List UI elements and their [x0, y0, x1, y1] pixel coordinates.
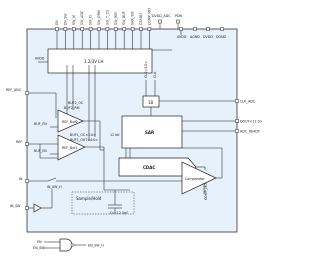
top-control-pin: SW_BUF	[122, 11, 126, 49]
bits-label: 12 bit	[110, 133, 120, 137]
reference-buffer-0: REF_Buf0 BUF2_OC BUF2_RM BUF_EN	[34, 65, 100, 133]
top-control-pin-label: SAR_SW	[131, 11, 135, 25]
top-control-pin: SW_M	[72, 15, 76, 49]
supply-pin-label: PDN	[175, 14, 183, 18]
buffer-label: REF_Buf1	[62, 146, 78, 150]
buffer-ctrl-bottom: BUF2_RM	[64, 106, 80, 110]
clock-divider-block: 18 CLK<3:0> CLK	[142, 61, 236, 116]
top-control-pin-label: SW_I1	[89, 15, 93, 25]
top-control-pin: SAR_SW	[131, 11, 135, 49]
sample-hold-label: Sample/Hold	[76, 196, 102, 201]
level-shifter-block	[47, 48, 153, 74]
left-input-label: IN_SW	[10, 204, 21, 208]
top-control-pin-label: EN_SW	[63, 13, 67, 25]
buffer-ctrl-top: BUF1_OC<1:0>	[70, 133, 96, 137]
output-clk-adc: CLK_ADC	[235, 99, 256, 104]
top-control-pin-label: SW_REF	[114, 12, 118, 25]
supply-pin-label: DVDD	[203, 35, 213, 39]
left-input-in-sw: IN_SW	[10, 200, 53, 213]
top-control-pin: SW_REF	[114, 12, 118, 49]
supply-pin-pdn: PDN	[175, 14, 183, 29]
level-shifter-label: 1.2/3V LH	[84, 59, 104, 64]
left-input-label: BUF_EN	[34, 149, 47, 153]
sar-logic-block: SAR 12 bit	[110, 115, 236, 158]
clock-ctrl-label: CLK<3:0>	[144, 61, 148, 78]
supply-pin-label: AVDD	[177, 35, 187, 39]
supply-pin-label: DGND	[216, 35, 227, 39]
output-label: CLK_ADC	[240, 100, 256, 104]
adc-block-diagram: EN EN_SW SW_M SW_ADC SW_I1 SW_ORM SW_T_CS SW_RE…	[6, 8, 263, 252]
output-adc-ready: ADC_READY	[235, 129, 261, 134]
buffer-label: REF_Buf0	[62, 120, 78, 124]
supply-pin-dgnd: DGND	[216, 27, 227, 39]
avdd-label: AVDD	[35, 57, 45, 61]
enable-input-label: EN	[37, 240, 42, 244]
top-control-pin-label: CSRDU	[139, 13, 143, 25]
top-control-pin-label: SW_M	[72, 15, 76, 25]
top-control-pin-label: SW_T_CS	[105, 10, 109, 25]
output-label: ADC_READY	[240, 130, 261, 134]
output-label: DOUT<11:0>	[240, 120, 263, 124]
top-control-pin-label: COMP_MD	[147, 8, 151, 25]
top-control-pin: SW_T_CS	[105, 10, 109, 49]
reference-buffer-1: REF_Buf1 BUF1_OC<1:0> BUF1_OUT<4:0>	[57, 65, 104, 161]
top-control-pin: SW_I1	[89, 15, 93, 49]
top-control-pin: EN_SW	[63, 13, 67, 49]
left-input-label: IN	[19, 177, 23, 181]
left-input-buf-en: BUF_EN	[34, 149, 58, 155]
clock-divider-label: 18	[148, 100, 154, 105]
buffer-ctrl-bottom: BUF1_OUT<4:0>	[70, 138, 98, 142]
top-control-pin: SW_ADC	[80, 10, 84, 49]
switch-label: IN_SW_H	[47, 185, 62, 189]
supply-pin-avdd: AVDD	[177, 27, 187, 39]
enable-input-label: EN_SW	[33, 246, 45, 250]
enable-gate: EN EN_SW EN_SW_H	[33, 238, 104, 252]
supply-pin-agnd: AGND	[190, 27, 200, 39]
comparator-ctrl-label: COMP_MD	[204, 183, 208, 200]
sar-label: SAR	[145, 130, 154, 135]
output-dout: DOUT<11:0>	[235, 119, 263, 124]
buffer-ctrl-top: BUF2_OC	[68, 101, 84, 105]
top-control-pin: COMP_MD	[147, 8, 151, 49]
left-input-label: REF_ADC	[6, 88, 22, 92]
supply-pin-label: DVDD_ADC	[152, 14, 171, 18]
sample-cap-label: Cs=12.5pF	[110, 211, 128, 215]
supply-pin-dvdd-adc: DVDD_ADC	[152, 14, 171, 29]
comparator-block: Comparator COMP_MD	[181, 147, 223, 200]
sample-hold-block: Sample/Hold Cs=12.5pF	[71, 190, 135, 215]
left-input-ref-adc: REF_ADC	[6, 88, 57, 118]
supply-pin-dvdd: DVDD	[203, 27, 213, 39]
supply-pin-group: DVDD_ADC PDN AVDD AGND DVDD DGND	[152, 14, 227, 39]
left-input-in: IN IN_SW_H	[19, 177, 182, 200]
top-control-pin-label: SW_ADC	[80, 10, 84, 25]
top-pin-group: EN EN_SW SW_M SW_ADC SW_I1 SW_ORM SW_T_CS SW_RE…	[55, 8, 151, 49]
top-control-pin-label: EN	[55, 20, 59, 25]
cdac-label: CDAC	[143, 165, 155, 170]
comparator-label: Comparator	[185, 177, 205, 181]
top-control-pin: CSRDU	[139, 13, 143, 49]
clock-ctrl-label: CLK	[153, 71, 157, 78]
left-input-ref: REF	[16, 140, 58, 159]
top-control-pin-label: SW_BUF	[122, 11, 126, 25]
top-control-pin: SW_ORM	[97, 10, 101, 49]
left-input-label: BUF_EN	[34, 122, 47, 126]
top-control-pin: EN	[55, 20, 59, 49]
left-input-label: REF	[16, 140, 22, 144]
top-control-pin-label: SW_ORM	[97, 10, 101, 25]
supply-pin-label: AGND	[190, 35, 200, 39]
enable-output-label: EN_SW_H	[88, 244, 104, 248]
